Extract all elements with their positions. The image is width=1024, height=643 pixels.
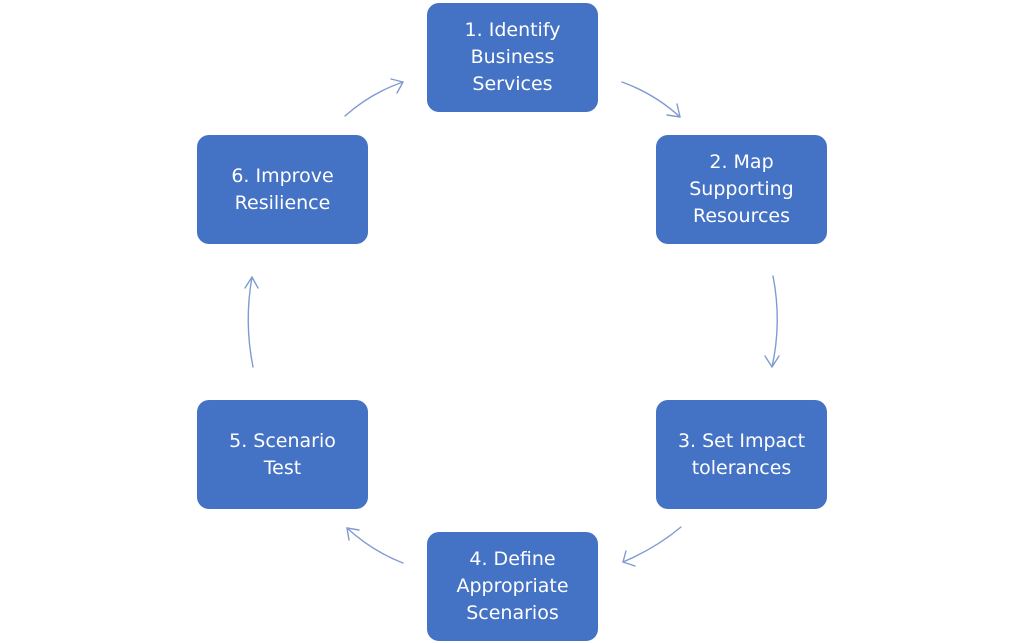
arrow-3-to-4 bbox=[622, 526, 682, 567]
arrow-4-to-5 bbox=[346, 527, 404, 564]
step-improve-resilience: 6. Improve Resilience bbox=[197, 135, 368, 244]
step-define-appropriate-scenarios: 4. Define Appropriate Scenarios bbox=[427, 532, 598, 641]
arrow-1-to-2 bbox=[621, 81, 681, 118]
arrow-5-to-6 bbox=[244, 276, 259, 368]
arrow-6-to-1 bbox=[344, 78, 404, 117]
step-label: 3. Set Impact tolerances bbox=[677, 429, 806, 479]
step-label: 4. Define Appropriate Scenarios bbox=[456, 548, 569, 624]
step-scenario-test: 5. Scenario Test bbox=[197, 400, 368, 509]
step-set-impact-tolerances: 3. Set Impact tolerances bbox=[656, 400, 827, 509]
arrow-2-to-3 bbox=[764, 275, 780, 368]
step-label: 2. Map Supporting Resources bbox=[689, 151, 794, 227]
step-map-supporting-resources: 2. Map Supporting Resources bbox=[656, 135, 827, 244]
step-label: 1. Identify Business Services bbox=[464, 19, 561, 95]
step-label: 5. Scenario Test bbox=[229, 429, 336, 479]
step-identify-business-services: 1. Identify Business Services bbox=[427, 3, 598, 112]
step-label: 6. Improve Resilience bbox=[231, 164, 334, 214]
